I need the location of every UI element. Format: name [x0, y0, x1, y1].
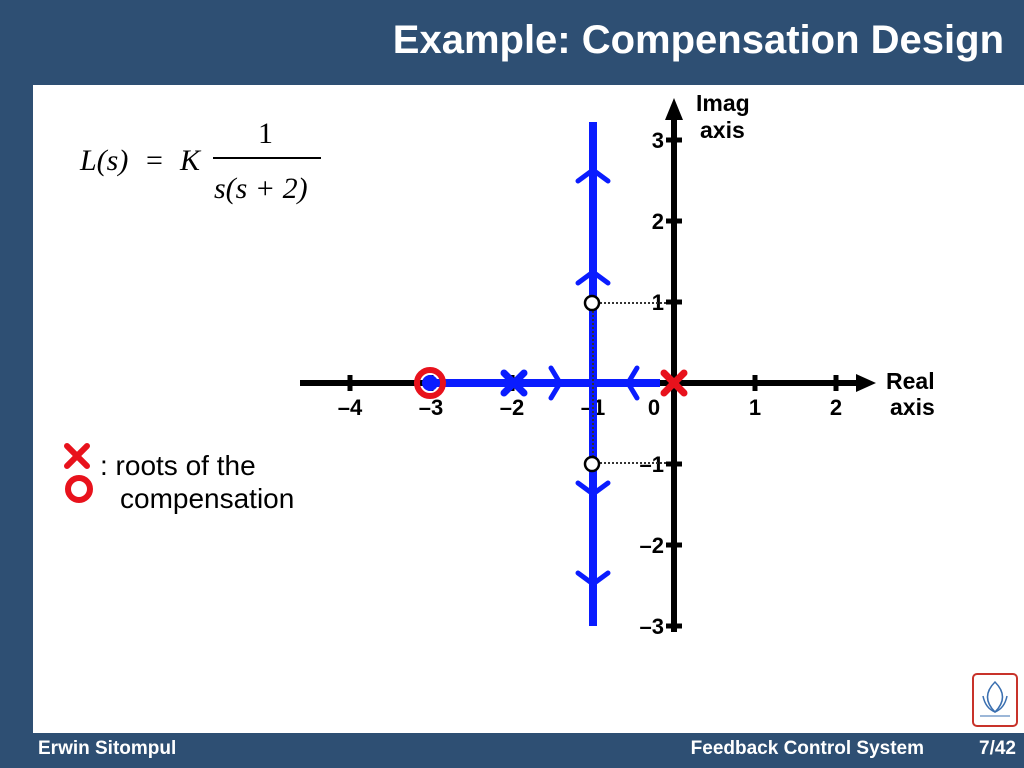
formula-lhs: L(s) — [79, 144, 128, 177]
locus-arrow-down-1 — [575, 480, 611, 498]
formula-equals: = — [146, 144, 163, 177]
marked-point-upper — [583, 294, 601, 312]
root-locus — [414, 122, 688, 626]
legend-line-1: : roots of the — [100, 450, 256, 481]
imag-axis-title-1: Imag — [696, 90, 750, 116]
imag-tick-label: –1 — [640, 452, 664, 477]
real-tick-label: –3 — [419, 395, 443, 420]
imag-axis-title-2: axis — [700, 117, 745, 143]
footer-author: Erwin Sitompul — [38, 738, 177, 759]
formula-gain: K — [179, 144, 202, 177]
footer-course: Feedback Control System — [690, 738, 924, 759]
real-tick-label: 1 — [749, 395, 761, 420]
locus-arrow-up-2 — [575, 268, 611, 286]
zero-dot — [422, 375, 438, 391]
imag-tick-label: –3 — [640, 614, 664, 639]
slide-content — [33, 85, 1024, 733]
university-logo — [972, 673, 1018, 727]
locus-arrow-up-1 — [575, 166, 611, 184]
imag-tick-label: 3 — [652, 128, 664, 153]
formula-numerator: 1 — [258, 117, 273, 150]
real-tick-label: 0 — [648, 395, 660, 420]
locus-arrow-down-2 — [575, 570, 611, 588]
marked-point-lower — [583, 455, 601, 473]
real-axis-arrow — [856, 374, 876, 392]
real-axis-title-2: axis — [890, 394, 935, 420]
footer-page-number: 7/42 — [979, 738, 1016, 759]
transfer-function-formula: L(s) = K 1 s(s + 2) — [79, 117, 321, 205]
legend: : roots of the compensation — [64, 443, 294, 514]
compensator-zero — [414, 367, 446, 399]
imag-tick-label: 2 — [652, 209, 664, 234]
imag-axis-arrow — [665, 98, 683, 120]
imag-ticks: 321–1–2–3 — [640, 128, 682, 639]
formula-denominator: s(s + 2) — [214, 172, 308, 205]
locus-arrow-left — [625, 365, 640, 401]
real-tick-label: –4 — [338, 395, 363, 420]
legend-pole-icon — [64, 443, 90, 469]
pole-minus-2 — [500, 369, 528, 397]
legend-zero-icon — [65, 475, 93, 503]
real-tick-label: 2 — [830, 395, 842, 420]
real-ticks: –4–3–2–1012 — [338, 375, 842, 420]
imag-tick-label: –2 — [640, 533, 664, 558]
axes: –4–3–2–1012 321–1–2–3 Real axis Imag axi… — [300, 90, 935, 639]
locus-arrow-right — [548, 365, 563, 401]
real-axis-title-1: Real — [886, 368, 935, 394]
real-tick-label: –2 — [500, 395, 524, 420]
compensator-pole — [660, 369, 688, 397]
legend-line-2: compensation — [120, 483, 294, 514]
slide-title: Example: Compensation Design — [392, 18, 1004, 62]
